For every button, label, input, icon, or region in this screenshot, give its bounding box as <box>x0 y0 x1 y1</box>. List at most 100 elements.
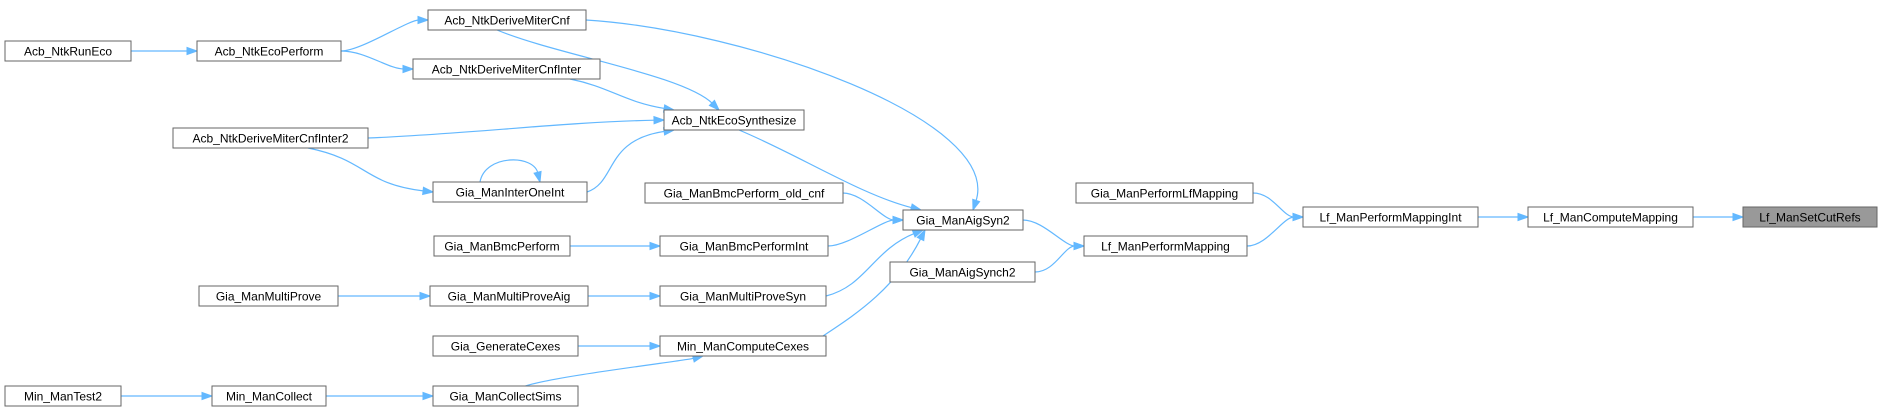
edges-layer <box>120 15 1745 401</box>
node-label: Acb_NtkDeriveMiterCnf <box>444 14 570 28</box>
edge-arrowhead <box>422 186 435 196</box>
node-gia-manbmcperform[interactable]: Gia_ManBmcPerform <box>433 235 571 257</box>
node-acb-ntkderivemitercnfinter[interactable]: Acb_NtkDeriveMiterCnfInter <box>412 58 601 80</box>
node-gia-generatecexes[interactable]: Gia_GenerateCexes <box>432 335 579 357</box>
node-acb-ntkecosynthesize[interactable]: Acb_NtkEcoSynthesize <box>663 109 805 131</box>
edge-n2-to-n1 <box>1693 212 1745 222</box>
edge-arrowhead <box>417 15 430 25</box>
node-label: Lf_ManSetCutRefs <box>1759 211 1860 225</box>
edge-line <box>367 119 656 139</box>
node-acb-ntkruneco[interactable]: Acb_NtkRunEco <box>4 40 132 62</box>
edge-n23-to-n22 <box>325 391 435 401</box>
node-gia-manperformlfmapping[interactable]: Gia_ManPerformLfMapping <box>1075 182 1254 204</box>
node-gia-manbmcperformint[interactable]: Gia_ManBmcPerformInt <box>659 235 829 257</box>
node-gia-mancollectsims[interactable]: Gia_ManCollectSims <box>432 385 579 407</box>
node-label: Lf_ManComputeMapping <box>1543 211 1678 225</box>
edge-n17-to-n17 <box>479 159 542 184</box>
node-acb-ntkecoperform[interactable]: Acb_NtkEcoPerform <box>196 40 342 62</box>
node-acb-ntkderivemitercnfinter2[interactable]: Acb_NtkDeriveMiterCnfInter2 <box>172 127 369 149</box>
node-box <box>659 335 827 357</box>
node-gia-manmultiproveaig[interactable]: Gia_ManMultiProveAig <box>429 285 589 307</box>
edge-arrowhead <box>419 291 432 301</box>
nodes-layer: Lf_ManSetCutRefsLf_ManComputeMappingLf_M… <box>4 9 1878 407</box>
edge-n13-to-n6 <box>822 228 926 337</box>
node-box <box>433 235 571 257</box>
node-acb-ntkderivemitercnf[interactable]: Acb_NtkDeriveMiterCnf <box>427 9 587 31</box>
edge-n11-to-n6 <box>827 215 905 247</box>
node-label: Gia_ManAigSyn2 <box>916 214 1010 228</box>
node-gia-manbmcperform-old-cnf[interactable]: Gia_ManBmcPerform_old_cnf <box>644 182 844 204</box>
node-label: Gia_ManMultiProve <box>216 290 322 304</box>
edge-line <box>569 78 666 110</box>
edge-n21-to-n13 <box>578 341 662 351</box>
node-box <box>4 40 132 62</box>
edge-arrowhead <box>402 64 415 74</box>
node-box <box>663 109 805 131</box>
edge-n3-to-n2 <box>1478 212 1530 222</box>
node-box <box>172 127 369 149</box>
node-min-mancomputecexes[interactable]: Min_ManComputeCexes <box>659 335 827 357</box>
node-label: Gia_ManCollectSims <box>449 390 561 404</box>
node-label: Gia_GenerateCexes <box>451 340 560 354</box>
node-gia-manmultiprovesyn[interactable]: Gia_ManMultiProveSyn <box>659 285 827 307</box>
node-label: Acb_NtkDeriveMiterCnfInter <box>432 63 581 77</box>
edge-n20-to-n19 <box>338 291 432 301</box>
edge-n19-to-n12 <box>588 291 662 301</box>
edge-arrowhead <box>649 341 662 351</box>
node-gia-manaigsyn2[interactable]: Gia_ManAigSyn2 <box>902 209 1024 231</box>
edge-line <box>1034 245 1076 273</box>
node-box <box>902 209 1024 231</box>
edge-line <box>586 130 666 193</box>
node-label: Gia_ManInterOneInt <box>456 186 565 200</box>
edge-n17-to-n9 <box>586 127 676 193</box>
node-lf-mansetcutrefs[interactable]: Lf_ManSetCutRefs <box>1742 206 1878 228</box>
node-box <box>1742 206 1878 228</box>
node-lf-mancomputemapping[interactable]: Lf_ManComputeMapping <box>1527 206 1694 228</box>
edge-arrowhead <box>1073 241 1086 251</box>
node-label: Gia_ManMultiProveAig <box>448 290 571 304</box>
node-label: Acb_NtkDeriveMiterCnfInter2 <box>192 132 348 146</box>
edge-line <box>1022 219 1076 247</box>
edge-n22-to-n13 <box>525 354 705 387</box>
node-gia-manaigsynch2[interactable]: Gia_ManAigSynch2 <box>889 261 1036 283</box>
node-label: Gia_ManAigSynch2 <box>909 266 1015 280</box>
node-lf-manperformmapping[interactable]: Lf_ManPerformMapping <box>1083 235 1248 257</box>
node-min-mancollect[interactable]: Min_ManCollect <box>211 385 327 407</box>
node-box <box>4 385 122 407</box>
node-box <box>1527 206 1694 228</box>
node-label: Acb_NtkEcoPerform <box>215 45 324 59</box>
node-box <box>211 385 327 407</box>
edge-line <box>1252 192 1295 218</box>
node-label: Gia_ManPerformLfMapping <box>1091 187 1238 201</box>
node-box <box>659 235 829 257</box>
edge-n8-to-n6 <box>585 19 981 212</box>
node-gia-manmultiprove[interactable]: Gia_ManMultiProve <box>198 285 339 307</box>
edge-arrowhead <box>422 391 435 401</box>
node-min-mantest2[interactable]: Min_ManTest2 <box>4 385 122 407</box>
edge-n12-to-n6 <box>825 229 925 297</box>
edge-arrowhead <box>708 99 721 112</box>
edge-line <box>822 237 922 337</box>
edge-line <box>479 159 539 183</box>
edge-line <box>825 232 915 297</box>
node-gia-maninteroneint[interactable]: Gia_ManInterOneInt <box>432 181 588 203</box>
node-box <box>198 285 339 307</box>
edge-n14-to-n8 <box>340 15 430 52</box>
edge-n16-to-n9 <box>367 115 666 139</box>
edge-arrowhead <box>1292 212 1305 222</box>
edge-arrowhead <box>1517 212 1530 222</box>
node-label: Lf_ManPerformMappingInt <box>1319 211 1462 225</box>
edge-line <box>496 29 714 105</box>
node-box <box>432 181 588 203</box>
edge-line <box>340 50 405 70</box>
edge-n5-to-n3 <box>1246 212 1305 247</box>
node-box <box>429 285 589 307</box>
edge-arrowhead <box>201 391 214 401</box>
node-box <box>196 40 342 62</box>
edge-n16-to-n17 <box>307 147 435 196</box>
node-box <box>1075 182 1254 204</box>
node-lf-manperformmappingint[interactable]: Lf_ManPerformMappingInt <box>1302 206 1479 228</box>
node-box <box>659 285 827 307</box>
edge-arrowhead <box>649 241 662 251</box>
